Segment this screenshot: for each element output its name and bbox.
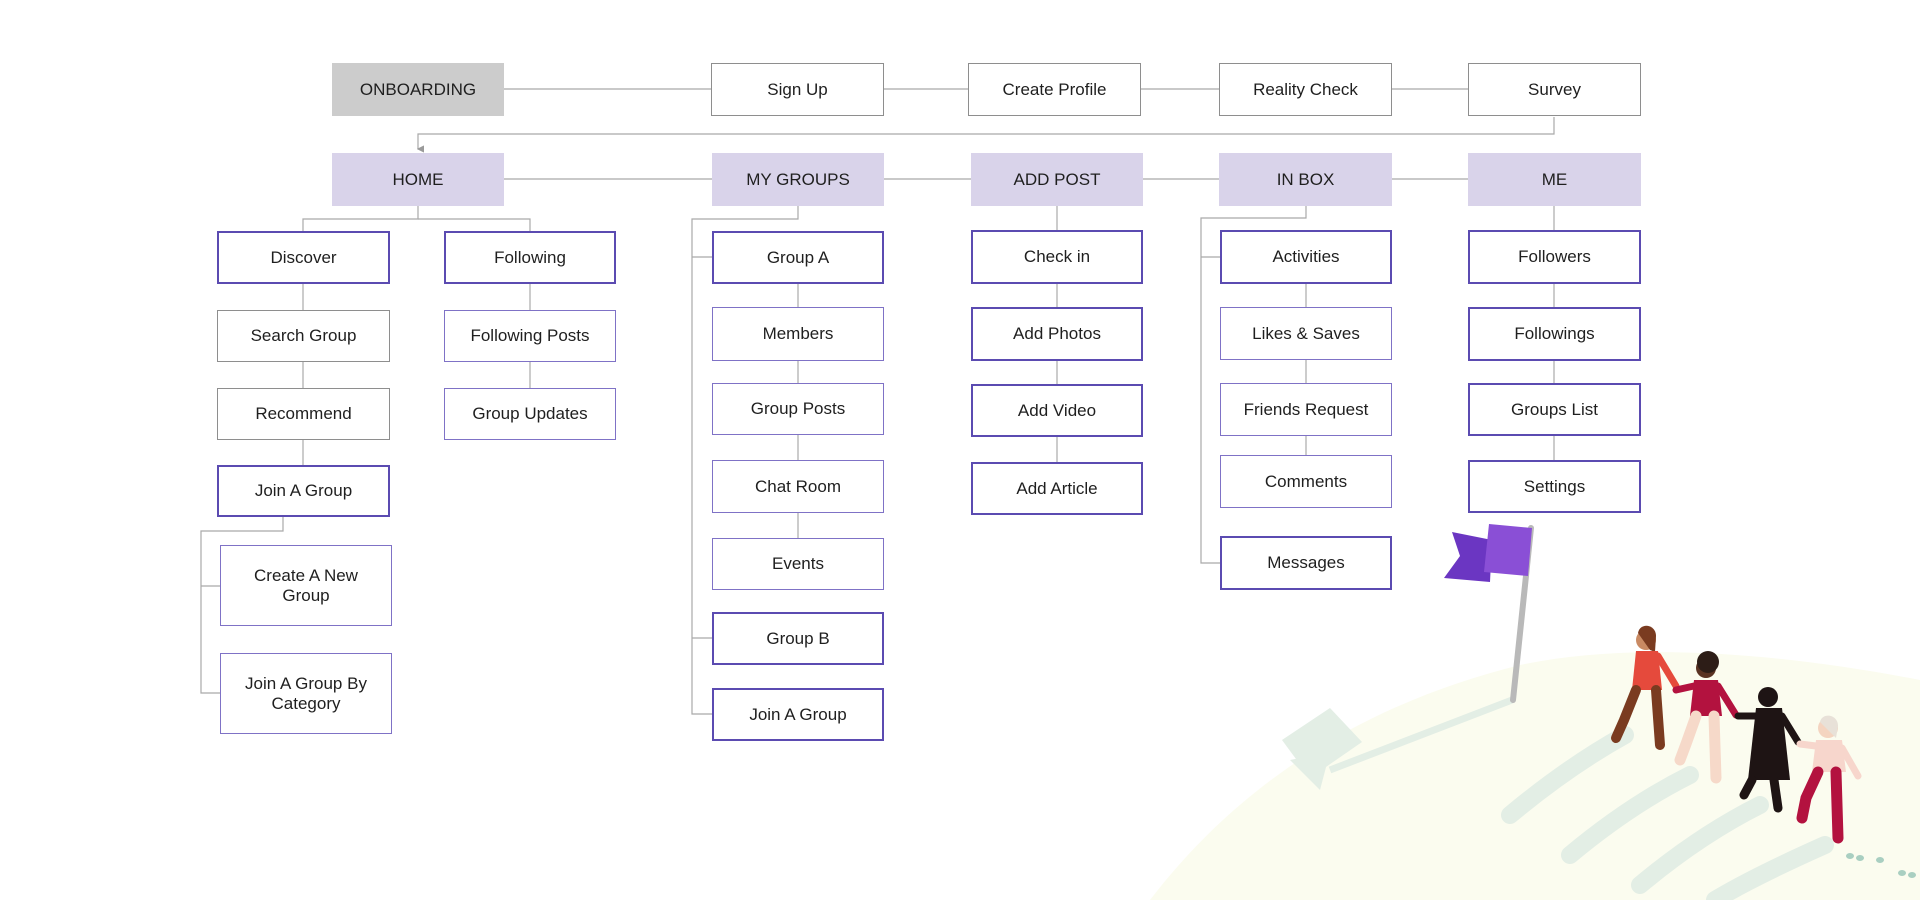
group-updates-node: Group Updates xyxy=(444,388,616,440)
create-profile-node: Create Profile xyxy=(968,63,1141,116)
chat-room-node: Chat Room xyxy=(712,460,884,513)
following-node: Following xyxy=(444,231,616,284)
flag-shadow xyxy=(1282,696,1514,790)
hill-shape xyxy=(1150,652,1920,900)
messages-node: Messages xyxy=(1220,536,1392,590)
add-photos-node: Add Photos xyxy=(971,307,1143,361)
section-my-groups: MY GROUPS xyxy=(712,153,884,206)
people-shadows xyxy=(1501,726,1834,900)
check-in-node: Check in xyxy=(971,230,1143,284)
section-add-post: ADD POST xyxy=(971,153,1143,206)
create-new-group-node: Create A New Group xyxy=(220,545,392,626)
likes-saves-node: Likes & Saves xyxy=(1220,307,1392,360)
group-b-node: Group B xyxy=(712,612,884,665)
person-3-figure xyxy=(1734,687,1802,813)
survey-node: Survey xyxy=(1468,63,1641,116)
join-group-by-category-node: Join A Group By Category xyxy=(220,653,392,734)
settings-node: Settings xyxy=(1468,460,1641,513)
followers-node: Followers xyxy=(1468,230,1641,284)
sign-up-node: Sign Up xyxy=(711,63,884,116)
discover-node: Discover xyxy=(217,231,390,284)
person-1-figure xyxy=(1611,625,1680,750)
followings-node: Followings xyxy=(1468,307,1641,361)
onboarding-node: ONBOARDING xyxy=(332,63,504,116)
comments-node: Comments xyxy=(1220,455,1392,508)
groups-list-node: Groups List xyxy=(1468,383,1641,436)
friends-request-node: Friends Request xyxy=(1220,383,1392,436)
activities-node: Activities xyxy=(1220,230,1392,284)
section-me: ME xyxy=(1468,153,1641,206)
flag-icon xyxy=(1444,524,1534,703)
events-node: Events xyxy=(712,538,884,590)
person-2-figure xyxy=(1672,651,1740,784)
section-home: HOME xyxy=(332,153,504,206)
recommend-node: Recommend xyxy=(217,388,390,440)
group-posts-node: Group Posts xyxy=(712,383,884,435)
search-group-node: Search Group xyxy=(217,310,390,362)
team-climbing-hill-illustration xyxy=(1150,524,1920,900)
footprints xyxy=(1846,853,1916,878)
reality-check-node: Reality Check xyxy=(1219,63,1392,116)
add-article-node: Add Article xyxy=(971,462,1143,515)
add-video-node: Add Video xyxy=(971,384,1143,437)
members-node: Members xyxy=(712,307,884,361)
group-a-node: Group A xyxy=(712,231,884,284)
following-posts-node: Following Posts xyxy=(444,310,616,362)
person-4-figure xyxy=(1796,715,1862,844)
join-a-group-node: Join A Group xyxy=(217,465,390,517)
my-groups-join-a-group-node: Join A Group xyxy=(712,688,884,741)
section-in-box: IN BOX xyxy=(1219,153,1392,206)
